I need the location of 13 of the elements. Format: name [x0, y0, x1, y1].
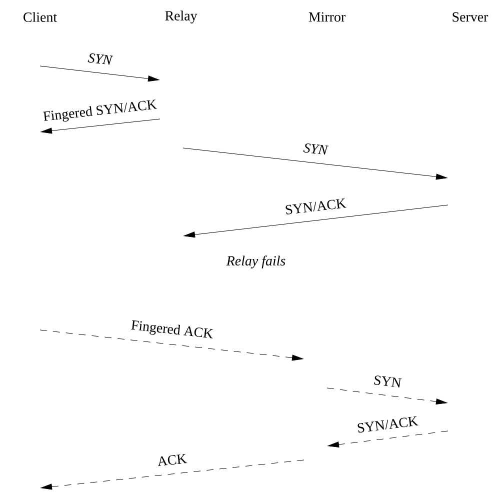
- message-label: ACK: [158, 454, 187, 466]
- message-label: SYN: [374, 376, 402, 388]
- note: Relay fails: [226, 256, 286, 268]
- message-label: Fingered ACK: [131, 320, 213, 338]
- message-label: Fingered SYN/ACK: [42, 100, 158, 122]
- lifeline-header: Server: [452, 12, 488, 22]
- message-label: SYN/ACK: [358, 416, 418, 433]
- lifeline-header: Mirror: [308, 12, 346, 22]
- lifeline-header: Client: [24, 12, 57, 22]
- message-label: SYN/ACK: [286, 198, 346, 214]
- message-label: SYN: [88, 53, 114, 65]
- message-label: SYN: [303, 143, 329, 155]
- lifeline-header: Relay: [165, 10, 198, 24]
